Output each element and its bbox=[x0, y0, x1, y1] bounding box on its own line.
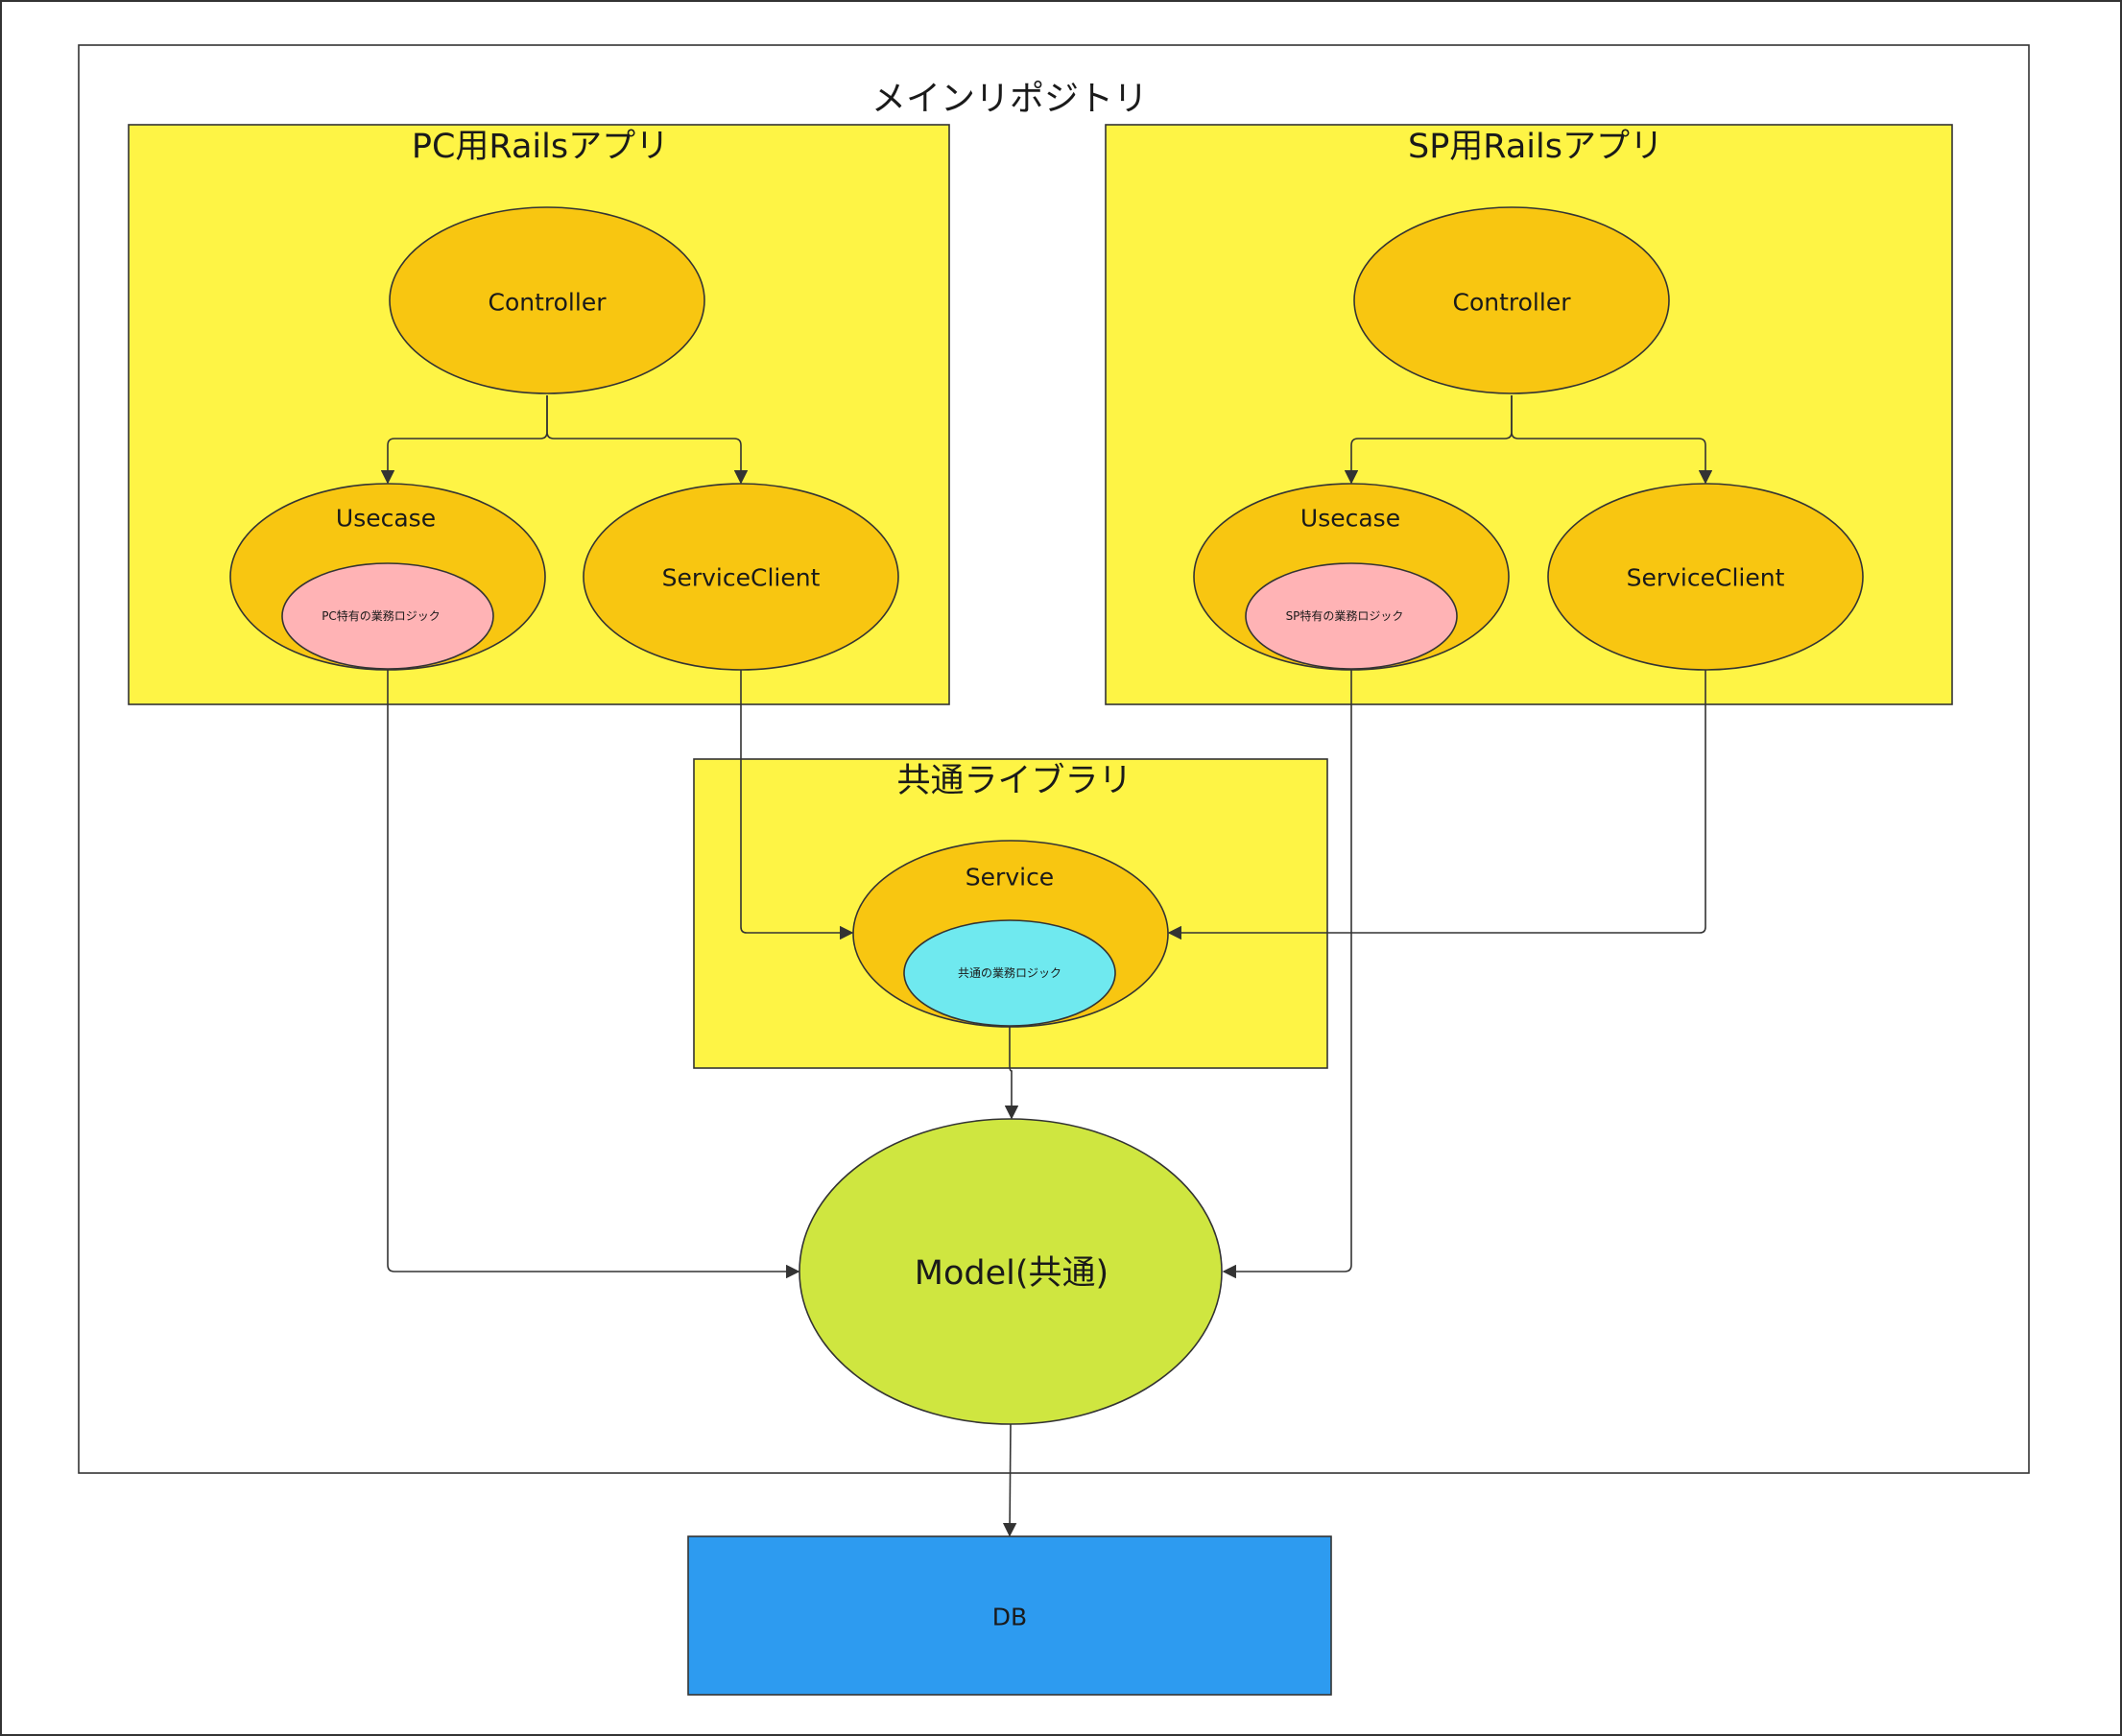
edge-sp-usecase-to-model bbox=[1222, 670, 1352, 1279]
common-library-title: 共通ライブラリ bbox=[896, 762, 1132, 800]
pc-serviceclient-label: ServiceClient bbox=[662, 564, 821, 592]
sp-controller-label: Controller bbox=[1453, 289, 1572, 317]
edge-pc-usecase-to-model bbox=[387, 670, 800, 1279]
db-label: DB bbox=[992, 1604, 1027, 1631]
sp-usecase-label: Usecase bbox=[1300, 505, 1400, 533]
pc-specific-logic-node bbox=[281, 562, 494, 670]
common-logic-label: 共通の業務ロジック bbox=[958, 966, 1061, 980]
edge-service-to-model bbox=[1004, 1027, 1019, 1120]
sp-controller-node bbox=[1353, 206, 1670, 394]
pc-controller-node bbox=[389, 206, 705, 394]
sp-app-title: SP用Railsアプリ bbox=[1408, 128, 1663, 166]
sp-serviceclient-node bbox=[1547, 483, 1864, 671]
sp-specific-logic-node bbox=[1245, 562, 1458, 670]
pc-usecase-label: Usecase bbox=[336, 505, 436, 533]
sp-specific-logic-label: SP特有の業務ロジック bbox=[1286, 608, 1404, 623]
edge-pc-serviceclient-to-service bbox=[740, 670, 854, 940]
pc-specific-logic-label: PC特有の業務ロジック bbox=[322, 608, 441, 623]
edge-sp-controller-to-serviceclient bbox=[1511, 395, 1713, 485]
pc-serviceclient-node bbox=[583, 483, 899, 671]
common-service-label: Service bbox=[966, 864, 1054, 892]
main-repository-title: メインリポジトリ bbox=[871, 80, 1148, 119]
model-label: Model(共通) bbox=[915, 1254, 1109, 1293]
model-node bbox=[799, 1118, 1223, 1425]
pc-app-title: PC用Railsアプリ bbox=[412, 128, 669, 166]
sp-serviceclient-label: ServiceClient bbox=[1627, 564, 1785, 592]
db-node bbox=[687, 1535, 1332, 1696]
pc-controller-label: Controller bbox=[489, 289, 608, 317]
edge-model-to-db bbox=[1002, 1423, 1017, 1537]
edge-pc-controller-to-serviceclient bbox=[546, 395, 749, 485]
edge-sp-serviceclient-to-service bbox=[1167, 670, 1706, 940]
common-logic-node bbox=[903, 919, 1116, 1027]
